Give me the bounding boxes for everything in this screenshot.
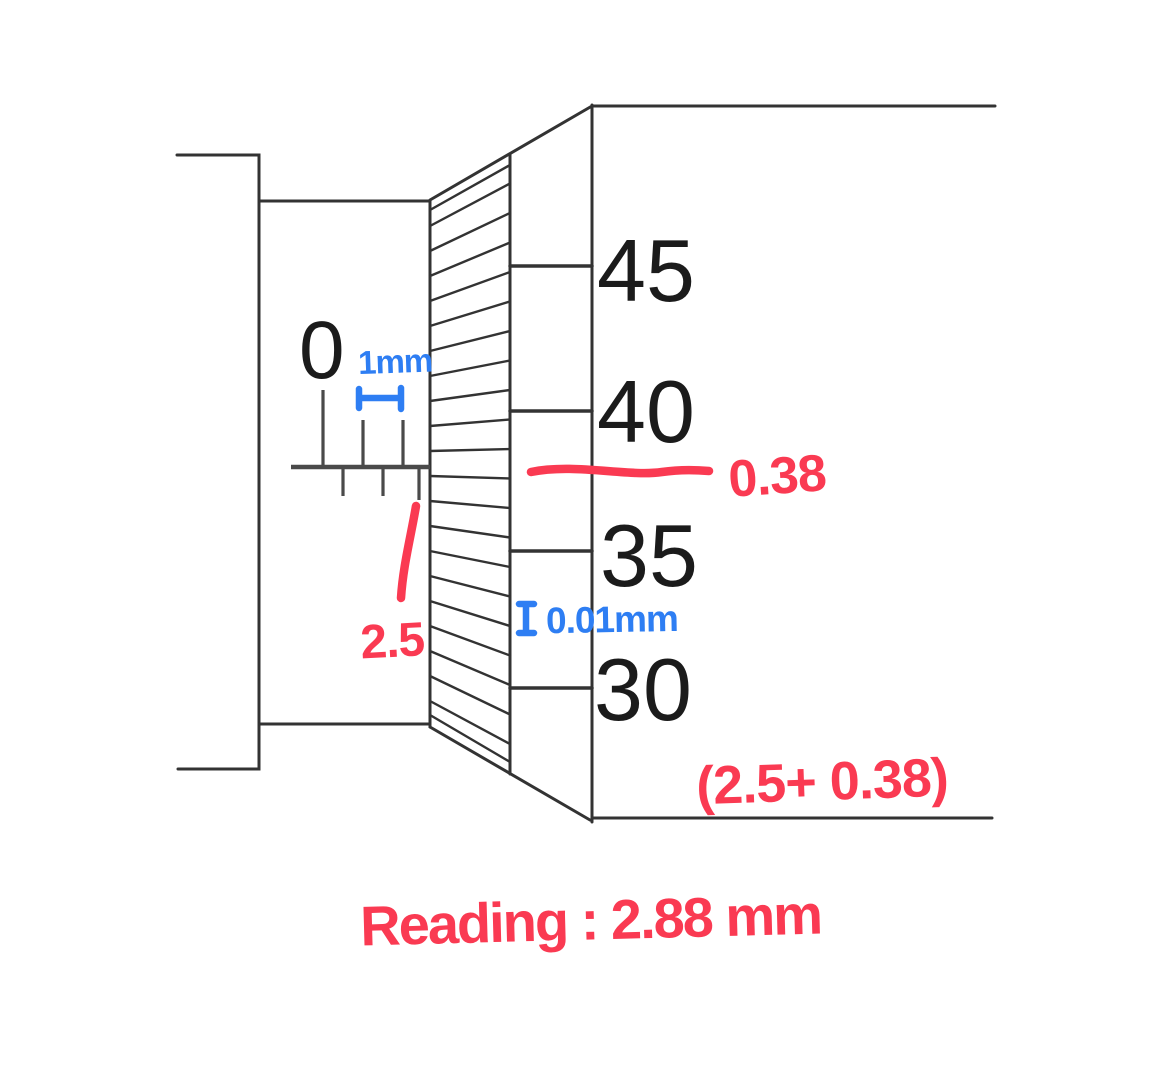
thimble-major-ticks (508, 264, 594, 690)
main-scale-zero-label: 0 (299, 305, 345, 396)
one-mm-span-bracket (355, 384, 405, 413)
reading-result-label: Reading : 2.88 mm (359, 882, 821, 957)
thimble-label-35: 35 (600, 506, 698, 605)
thimble-graduation-line (428, 300, 512, 328)
red-annotation-texts: 0.38 2.5 (2.5+ 0.38) Reading : 2.88 mm (359, 444, 949, 957)
sum-expression-label: (2.5+ 0.38) (695, 748, 949, 817)
blue-annotation-texts: 1mm 0.01mm (357, 342, 678, 642)
thimble-graduation-line (428, 211, 512, 253)
thimble-label-45: 45 (597, 221, 695, 320)
thimble-graduation-line (428, 418, 512, 428)
thimble-graduation-line (428, 447, 512, 453)
thimble-graduation-line (428, 474, 512, 480)
thimble-graduation-lines (428, 163, 512, 764)
scale-numbers: 0 45 40 35 30 (299, 221, 698, 739)
thimble-graduation-line (428, 359, 512, 378)
half-mm-pointer-stroke (396, 501, 421, 603)
thimble-graduation-line (428, 270, 512, 303)
thimble-label-30: 30 (594, 640, 692, 739)
thimble-graduation-line (428, 599, 512, 628)
thimble-graduation-line (428, 163, 512, 212)
thimble-graduation-line (428, 388, 512, 403)
thimble-graduation-line (428, 182, 512, 228)
blue-annotation-strokes (355, 384, 538, 637)
thimble-label-40: 40 (597, 362, 695, 461)
thimble-graduation-line (428, 713, 512, 764)
thimble-graduation-line (428, 624, 512, 657)
thimble-graduation-line (428, 674, 512, 716)
thimble-graduation-line (428, 649, 512, 687)
thimble-graduation-line (428, 241, 512, 278)
half-mm-value-label: 2.5 (359, 613, 426, 669)
thimble-graduation-line (428, 329, 512, 353)
thimble-graduation-line (428, 574, 512, 598)
fraction-value-label: 0.38 (727, 444, 828, 509)
datum-pointer-line (526, 464, 714, 478)
one-mm-note: 1mm (357, 342, 432, 382)
division-note: 0.01mm (546, 598, 679, 641)
main-scale (291, 390, 430, 500)
instrument-outline (175, 103, 997, 824)
one-division-span-bracket (515, 600, 538, 637)
thimble-graduation-line (428, 524, 512, 539)
thimble-graduation-line (428, 499, 512, 510)
red-annotation-strokes (396, 464, 714, 603)
frame-left-bracket (175, 153, 261, 771)
thimble-graduation-line (428, 549, 512, 569)
thimble-graduation-line (428, 699, 512, 746)
